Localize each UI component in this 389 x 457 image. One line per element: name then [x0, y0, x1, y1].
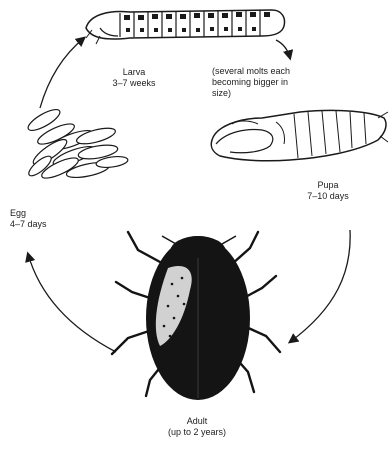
- pupa-stage-name: Pupa: [298, 180, 358, 191]
- molt-note-line-1: (several molts each: [212, 66, 352, 77]
- pupa-drawing: [211, 110, 388, 160]
- cycle-arrow-larva-to-pupa: [276, 40, 290, 58]
- molt-note-label: (several molts each becoming bigger in s…: [212, 66, 352, 99]
- egg-stage-name: Egg: [10, 208, 54, 219]
- larva-stage-duration: 3–7 weeks: [108, 78, 160, 89]
- eggs-drawing: [25, 106, 128, 182]
- larva-drawing: [86, 10, 285, 44]
- cycle-arrow-pupa-to-adult: [290, 230, 350, 342]
- egg-stage-duration: 4–7 days: [10, 219, 54, 230]
- adult-label: Adult (up to 2 years): [152, 416, 242, 438]
- cycle-arrow-egg-to-larva: [40, 38, 84, 108]
- egg-label: Egg 4–7 days: [10, 208, 54, 230]
- larva-stage-name: Larva: [108, 67, 160, 78]
- cycle-arrow-adult-to-egg: [28, 254, 116, 352]
- adult-stage-duration: (up to 2 years): [152, 427, 242, 438]
- molt-note-line-2: becoming bigger in: [212, 77, 352, 88]
- adult-stage-name: Adult: [152, 416, 242, 427]
- larva-label: Larva 3–7 weeks: [108, 67, 160, 89]
- pupa-stage-duration: 7–10 days: [298, 191, 358, 202]
- pupa-label: Pupa 7–10 days: [298, 180, 358, 202]
- beetle-drawing: [112, 232, 280, 400]
- molt-note-line-3: size): [212, 88, 352, 99]
